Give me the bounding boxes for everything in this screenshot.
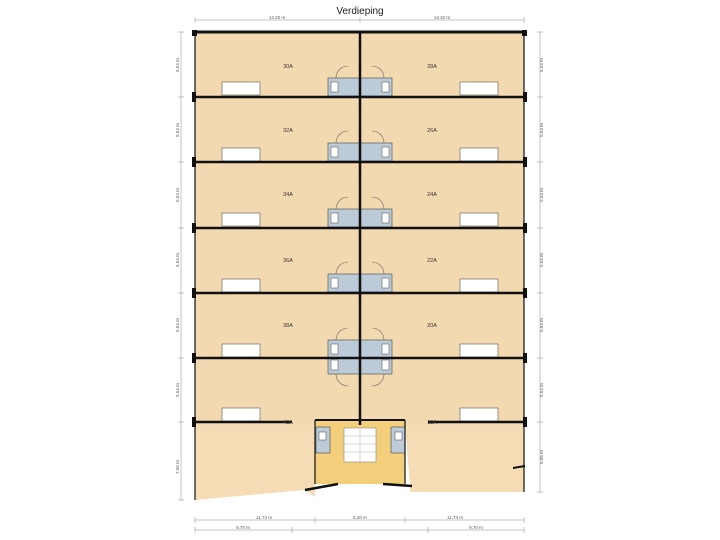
- walls: [192, 30, 527, 500]
- unit-label-20a: 20A: [427, 323, 437, 329]
- lower-floor-left: [195, 425, 315, 500]
- dim-right-4: 5.54 m: [539, 253, 544, 267]
- unit-label-40a: 40A: [283, 420, 293, 426]
- dim-right-5: 5.54 m: [539, 318, 544, 332]
- unit-label-30a: 30A: [283, 64, 293, 70]
- right-dimension: 5.54 m 5.54 m 5.54 m 5.54 m 5.54 m 5.54 …: [537, 31, 544, 493]
- unit-labels: 30A 28A 32A 26A 34A 24A 36A 22A 38A 20A …: [283, 64, 437, 426]
- dim-right-7: 6.05 m: [539, 450, 544, 464]
- dim-bottom-4: 9.70 m: [236, 525, 250, 530]
- unit-label-36a: 36A: [283, 258, 293, 264]
- dim-top-right: 14.32 m: [434, 15, 451, 20]
- unit-label-34a: 34A: [283, 192, 293, 198]
- unit-label-26a: 26A: [427, 128, 437, 134]
- lower-floor-right: [405, 425, 524, 492]
- dim-bottom-2: 5.20 m: [353, 515, 367, 520]
- dim-bottom-5: 9.70 m: [469, 525, 483, 530]
- dim-left-5: 5.54 m: [175, 318, 180, 332]
- dim-right-1: 5.54 m: [539, 58, 544, 72]
- top-dimension: 14.32 m 14.32 m: [194, 15, 525, 23]
- dim-left-3: 5.54 m: [175, 188, 180, 202]
- bottom-dimension: 11.73 m 5.20 m 11.73 m 9.70 m 9.70 m: [194, 515, 525, 533]
- dim-left-4: 5.54 m: [175, 253, 180, 267]
- unit-label-38a: 38A: [283, 323, 293, 329]
- unit-label-32a: 32A: [283, 128, 293, 134]
- dim-top-left: 14.32 m: [269, 15, 286, 20]
- dim-left-6: 5.54 m: [175, 383, 180, 397]
- drawing-title: Verdieping: [336, 6, 384, 17]
- dim-right-6: 5.54 m: [539, 383, 544, 397]
- dim-left-7: 7.55 m: [175, 460, 180, 474]
- left-dimension: 5.54 m 5.54 m 5.54 m 5.54 m 5.54 m 5.54 …: [175, 31, 184, 501]
- dim-right-3: 5.54 m: [539, 188, 544, 202]
- unit-label-28a: 28A: [427, 64, 437, 70]
- dim-bottom-1: 11.73 m: [256, 515, 272, 520]
- dim-right-2: 5.54 m: [539, 123, 544, 137]
- dim-left-1: 5.54 m: [175, 58, 180, 72]
- dim-left-2: 5.54 m: [175, 123, 180, 137]
- unit-label-22a: 22A: [427, 258, 437, 264]
- unit-label-24a: 24A: [427, 192, 437, 198]
- dim-bottom-3: 11.73 m: [447, 515, 463, 520]
- unit-label-18a: 18A: [427, 420, 437, 426]
- kitchen-counters: [221, 81, 499, 422]
